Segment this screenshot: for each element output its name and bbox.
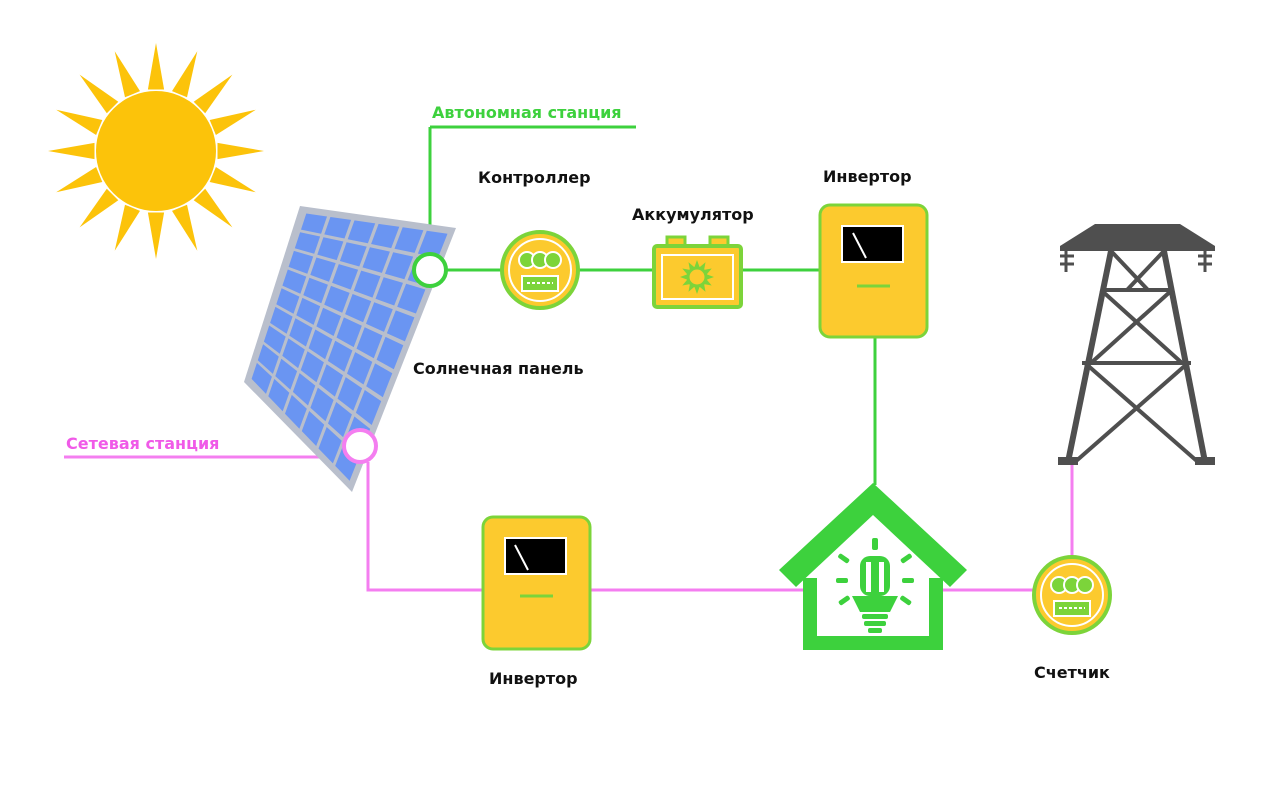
solar-cell xyxy=(282,269,307,294)
lamp-icon xyxy=(836,538,914,633)
solar-cell xyxy=(270,306,293,334)
controller-icon xyxy=(500,230,580,310)
solar-cell xyxy=(316,307,341,336)
sun-ray xyxy=(56,167,103,193)
sun-ray xyxy=(209,167,256,193)
solar-cell xyxy=(296,297,321,325)
sun-ray xyxy=(147,212,165,259)
solar-cell xyxy=(251,362,272,394)
solar-cell xyxy=(356,327,383,359)
solar-cell xyxy=(301,213,327,234)
solar-cell xyxy=(324,217,352,239)
sun-ray xyxy=(79,74,119,114)
sun-ray xyxy=(193,74,233,114)
autonomous-junction xyxy=(412,252,448,288)
solar-cell xyxy=(263,325,286,354)
solar-cell xyxy=(275,358,298,390)
solar-cell xyxy=(276,288,300,314)
solar-cell xyxy=(337,377,363,411)
solar-cell xyxy=(362,247,390,273)
solar-cell xyxy=(353,270,381,298)
sun-ray xyxy=(114,204,140,251)
sun-ray xyxy=(114,51,140,98)
solar-cell xyxy=(301,411,325,446)
sun-icon xyxy=(48,43,264,259)
solar-cell xyxy=(386,310,415,342)
solar-cell xyxy=(318,427,342,464)
grid-station-label: Сетевая станция xyxy=(66,434,220,453)
solar-cell xyxy=(345,294,372,323)
inverter-top-icon xyxy=(818,203,929,339)
solar-cell xyxy=(300,351,324,383)
solar-cell xyxy=(308,329,333,360)
battery-sun-ray xyxy=(694,286,700,294)
house-icon xyxy=(779,483,967,650)
sun-ray xyxy=(217,142,264,160)
solar-panel-label: Солнечная панель xyxy=(413,359,584,378)
solar-cell xyxy=(317,237,344,261)
solar-cell xyxy=(310,257,336,282)
grid-line xyxy=(64,455,1074,592)
solar-cell xyxy=(327,340,353,372)
meter-icon xyxy=(1032,555,1112,635)
inverter-top-label: Инвертор xyxy=(823,167,912,186)
solar-cell xyxy=(397,283,426,314)
solar-cell xyxy=(282,338,305,369)
solar-cell xyxy=(303,277,328,304)
autonomous-line xyxy=(428,125,877,485)
solar-cell xyxy=(417,230,448,258)
solar-cell xyxy=(268,378,290,412)
solar-cell xyxy=(292,373,316,406)
solar-cell xyxy=(355,390,382,425)
solar-cell xyxy=(285,394,307,429)
solar-cell xyxy=(385,252,414,280)
battery-sun-ray xyxy=(694,260,700,268)
solar-cell xyxy=(371,223,400,249)
inverter-bottom-label: Инвертор xyxy=(489,669,578,688)
solar-cell xyxy=(288,250,314,274)
meter-label: Счетчик xyxy=(1034,663,1110,682)
battery-sun-ray xyxy=(706,274,714,280)
solar-cell xyxy=(328,402,352,438)
solar-cell xyxy=(294,232,321,254)
sun-ray xyxy=(172,51,198,98)
controller-label: Контроллер xyxy=(478,168,591,187)
solar-cell xyxy=(257,344,279,374)
solar-cell xyxy=(310,387,334,422)
solar-cell xyxy=(324,285,350,313)
sun-ray xyxy=(193,188,233,228)
sun-ray xyxy=(209,109,256,135)
solar-cell xyxy=(336,317,362,348)
solar-cell xyxy=(366,363,393,398)
solar-cell xyxy=(339,242,367,267)
solar-cell xyxy=(347,352,373,385)
sun-ray xyxy=(56,109,103,135)
solar-cell xyxy=(376,336,404,370)
sun-ray xyxy=(48,142,95,160)
solar-cell xyxy=(319,364,343,397)
solar-panel-icon xyxy=(244,206,456,492)
battery-label: Аккумулятор xyxy=(632,205,754,224)
solar-cell xyxy=(289,318,313,347)
solar-cell xyxy=(347,220,376,244)
solar-cell xyxy=(366,302,393,332)
sun-ray xyxy=(172,204,198,251)
grid-junction xyxy=(342,428,378,464)
battery-icon xyxy=(652,235,743,309)
autonomous-station-label: Автономная станция xyxy=(432,103,622,122)
solar-cell xyxy=(375,277,403,306)
inverter-bottom-icon xyxy=(481,515,592,651)
solar-cell xyxy=(394,227,424,253)
sun-ray xyxy=(147,43,165,90)
solar-cell xyxy=(332,264,359,290)
power-tower-icon xyxy=(1058,224,1215,465)
battery-sun-ray xyxy=(680,274,688,280)
sun-ray xyxy=(79,188,119,228)
